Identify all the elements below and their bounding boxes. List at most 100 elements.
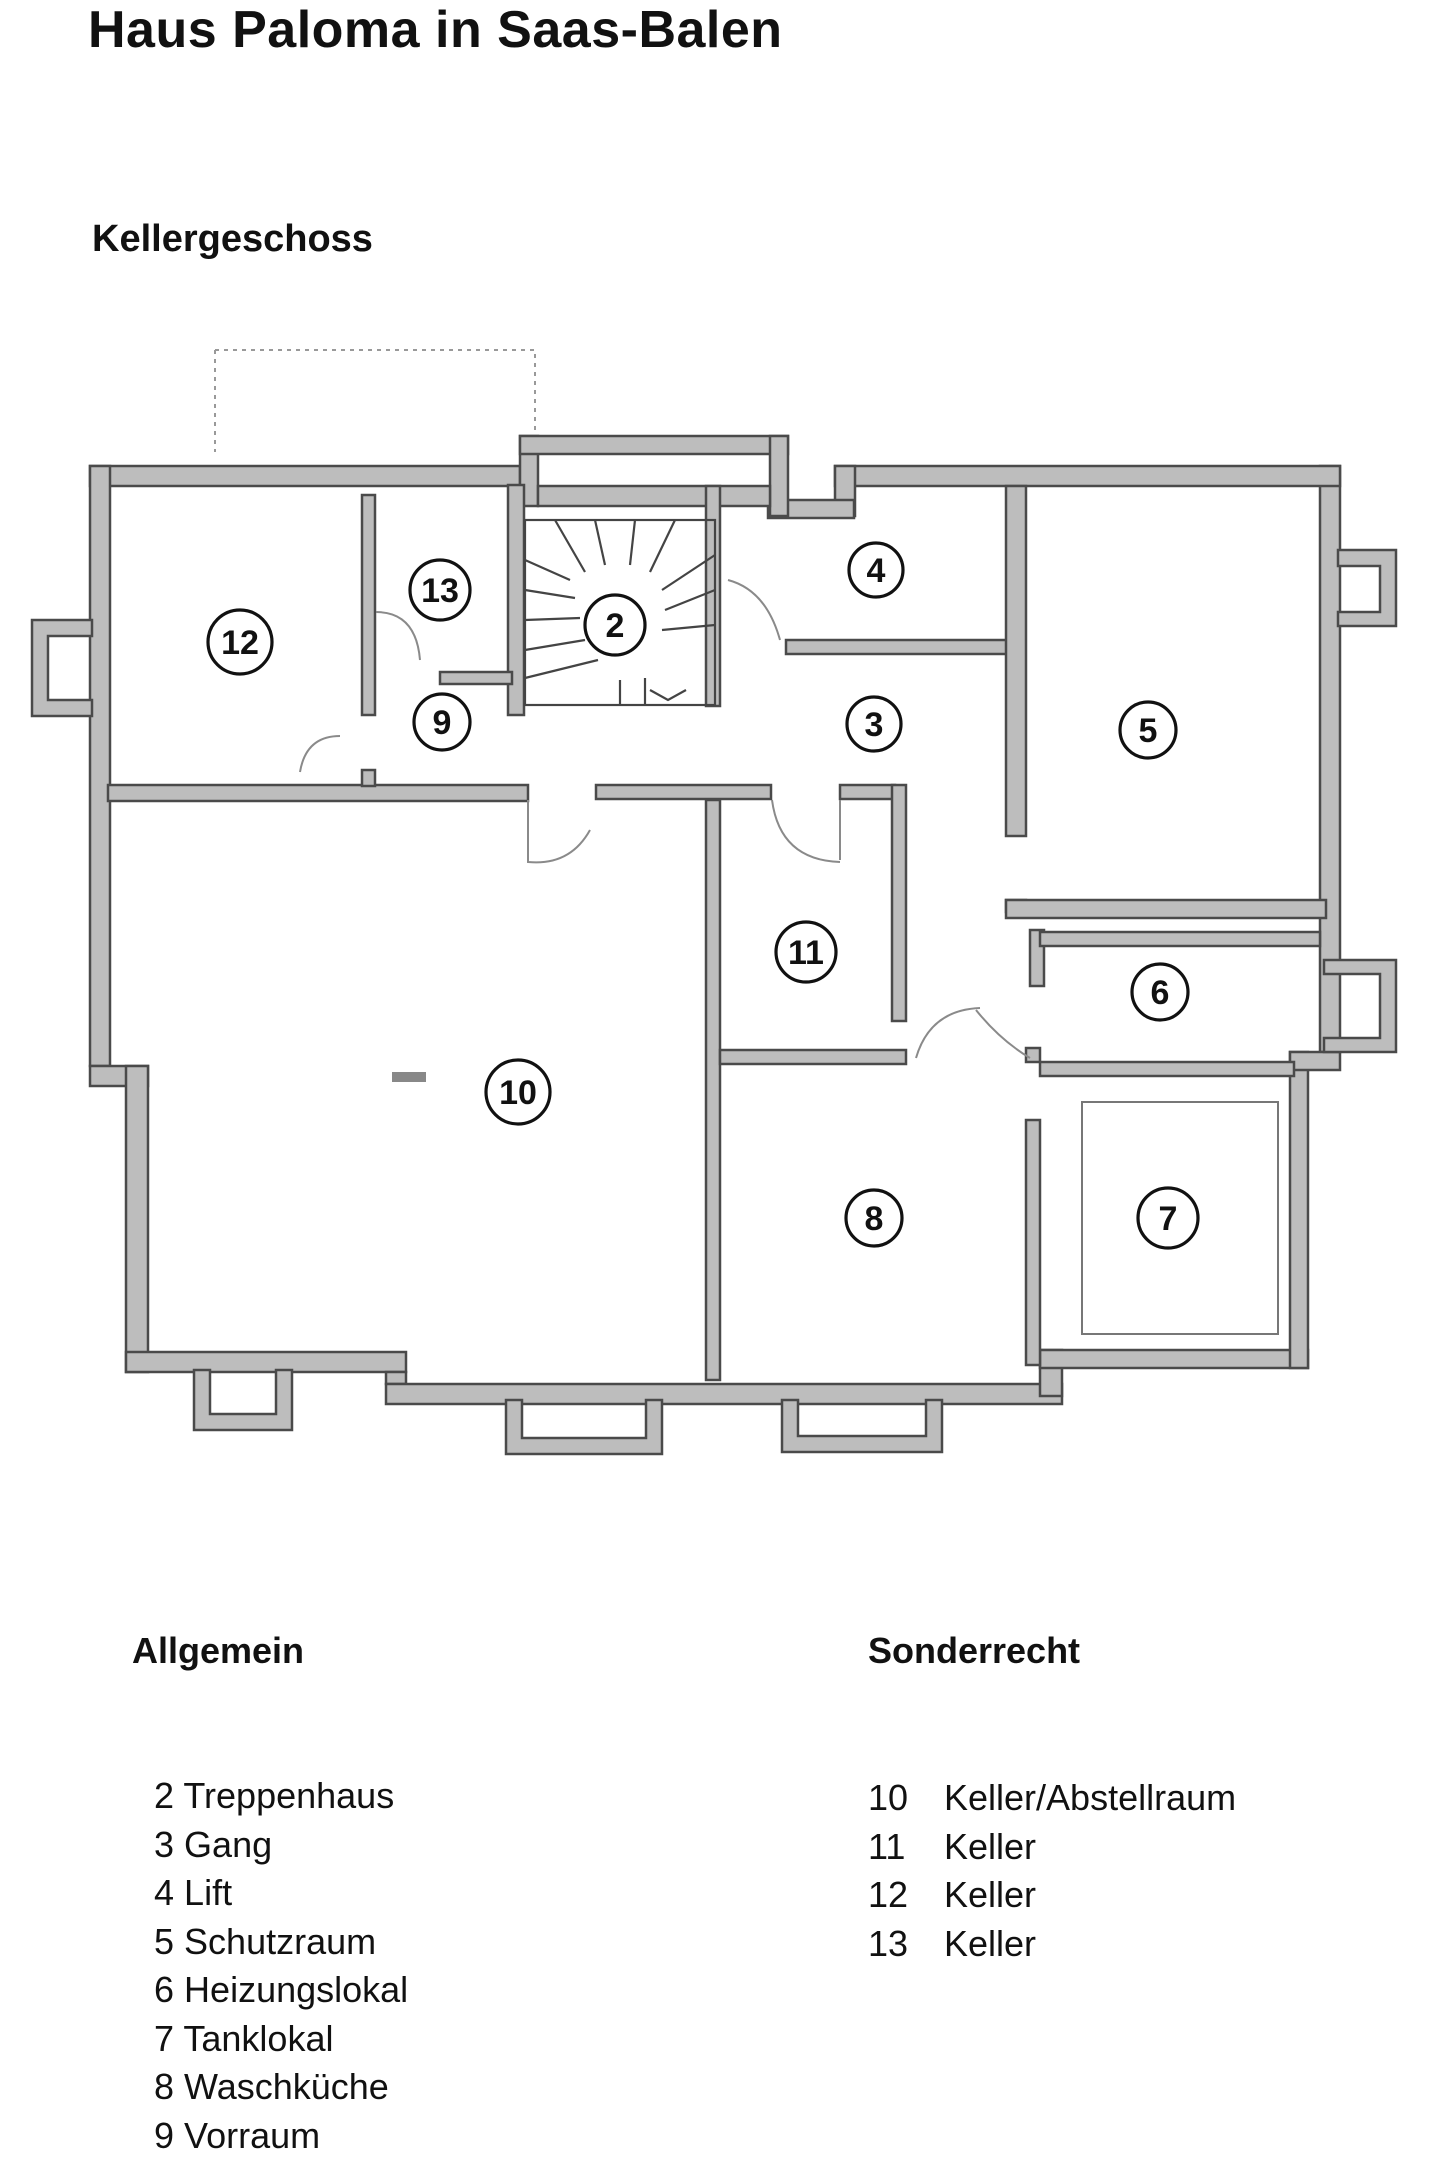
outline-dashed xyxy=(215,350,535,452)
door-swing xyxy=(300,736,340,772)
legend-item: 7 Tanklokal xyxy=(154,2015,408,2064)
door-swing xyxy=(772,800,840,862)
room-number: 12 xyxy=(221,624,259,662)
wall-segment xyxy=(770,436,788,516)
legend-item-name: Keller xyxy=(944,1874,1036,1915)
wall-segment xyxy=(538,486,770,506)
room-label-7: 7 xyxy=(1138,1188,1198,1248)
legend-item-number: 4 xyxy=(154,1872,174,1913)
legend-item-name: Keller/Abstellraum xyxy=(944,1777,1236,1818)
legend-heading-special: Sonderrecht xyxy=(868,1630,1080,1672)
wall-segment xyxy=(362,770,375,786)
wall-segment xyxy=(1040,1350,1308,1368)
fixture-mark xyxy=(392,1072,426,1082)
wall-segment xyxy=(706,800,720,1380)
wall-segment xyxy=(126,1066,148,1372)
room-number: 2 xyxy=(606,607,625,645)
room-number: 4 xyxy=(867,552,886,590)
wall-segment xyxy=(362,495,375,715)
stair-step xyxy=(650,690,686,700)
room-label-6: 6 xyxy=(1132,964,1188,1020)
legend-item-number: 10 xyxy=(868,1774,944,1823)
room-number: 13 xyxy=(421,572,459,610)
legend-item: 6 Heizungslokal xyxy=(154,1966,408,2015)
legend-item: 2 Treppenhaus xyxy=(154,1772,408,1821)
door-swing xyxy=(976,1010,1030,1058)
legend-item: 4 Lift xyxy=(154,1869,408,1918)
wall-segment xyxy=(440,672,512,684)
legend-item: 8 Waschküche xyxy=(154,2063,408,2112)
door-swing xyxy=(916,1008,980,1058)
legend-item-name: Schutzraum xyxy=(184,1921,376,1962)
room-label-8: 8 xyxy=(846,1190,902,1246)
wall-segment xyxy=(386,1384,1062,1404)
wall-segment xyxy=(1040,932,1320,946)
room-label-12: 12 xyxy=(208,610,272,674)
wall-segment xyxy=(786,640,1010,654)
room-number: 11 xyxy=(788,934,824,972)
legend-item-number: 11 xyxy=(868,1823,944,1872)
legend-item: 9 Vorraum xyxy=(154,2112,408,2160)
stair-step xyxy=(555,520,585,572)
legend-item-name: Waschküche xyxy=(184,2066,389,2107)
legend-item-name: Vorraum xyxy=(184,2115,320,2156)
room-label-4: 4 xyxy=(849,543,903,597)
room-number: 10 xyxy=(499,1074,537,1112)
legend-item: 3 Gang xyxy=(154,1821,408,1870)
stair-step xyxy=(595,520,605,565)
legend-item-number: 12 xyxy=(868,1871,944,1920)
wall-segment xyxy=(90,466,110,1066)
stair-step xyxy=(525,618,580,620)
wall-segment xyxy=(1006,486,1026,836)
inner-walls xyxy=(108,485,1326,1380)
wall-segment xyxy=(1006,900,1326,918)
room-number: 7 xyxy=(1159,1200,1178,1238)
legend-item-number: 3 xyxy=(154,1824,174,1865)
room-number: 6 xyxy=(1151,974,1170,1012)
wall-segment xyxy=(1290,1052,1308,1368)
legend-item-number: 5 xyxy=(154,1921,174,1962)
legend-item-number: 9 xyxy=(154,2115,174,2156)
room-label-5: 5 xyxy=(1120,702,1176,758)
window-bay xyxy=(506,1400,662,1454)
wall-segment xyxy=(520,436,788,454)
room-label-13: 13 xyxy=(410,560,470,620)
legend-item-name: Keller xyxy=(944,1923,1036,1964)
room-number: 8 xyxy=(865,1200,884,1238)
wall-segment xyxy=(1040,1062,1294,1076)
legend-item-number: 2 xyxy=(154,1775,174,1816)
legend-heading-general: Allgemein xyxy=(132,1630,304,1672)
stair-step xyxy=(525,560,570,580)
wall-segment xyxy=(126,1352,406,1372)
wall-segment xyxy=(108,785,528,801)
wall-segment xyxy=(1026,1048,1040,1062)
wall-segment xyxy=(840,785,895,799)
room-label-2: 2 xyxy=(585,595,645,655)
legend-item-number: 7 xyxy=(154,2018,174,2059)
door-swing xyxy=(376,612,420,660)
room-number: 3 xyxy=(865,706,884,744)
door-swing xyxy=(528,800,590,862)
legend-item-name: Keller xyxy=(944,1826,1036,1867)
floor-plan: 2 3 4 5 6 7 8 9 10 11 12 13 xyxy=(0,0,1440,1520)
room-label-9: 9 xyxy=(414,694,470,750)
legend-item-name: Heizungslokal xyxy=(184,1969,408,2010)
legend-item-number: 8 xyxy=(154,2066,174,2107)
stair-step xyxy=(650,520,675,572)
room-label-3: 3 xyxy=(847,697,901,751)
stair-step xyxy=(525,640,585,650)
window-bay xyxy=(32,620,92,716)
room-label-10: 10 xyxy=(486,1060,550,1124)
door-swing xyxy=(728,580,780,640)
legend-item-number: 6 xyxy=(154,1969,174,2010)
legend-item-name: Lift xyxy=(184,1872,232,1913)
wall-segment xyxy=(90,466,520,486)
stair-step xyxy=(525,590,575,598)
legend-item-number: 13 xyxy=(868,1920,944,1969)
wall-segment xyxy=(835,466,1340,486)
